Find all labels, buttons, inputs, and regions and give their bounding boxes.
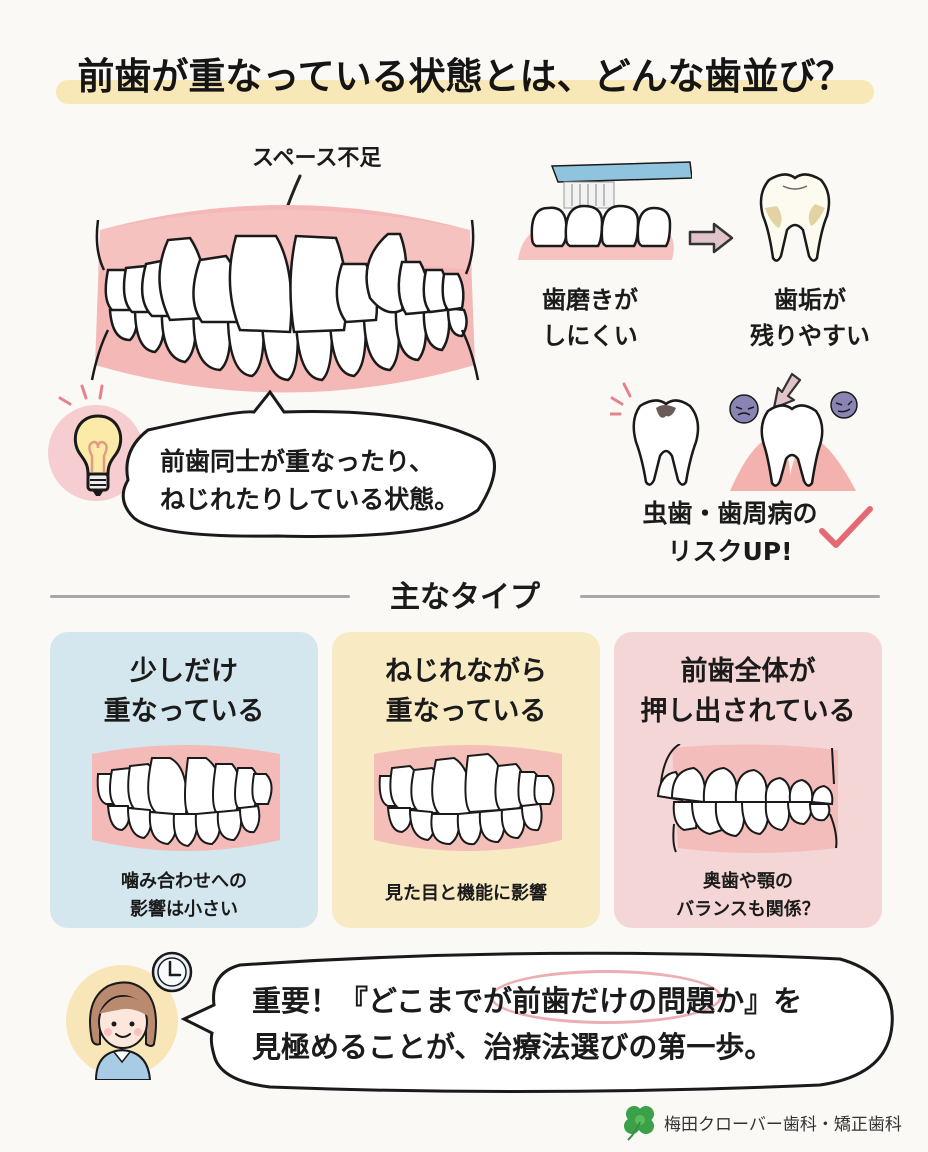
clover-icon (624, 1106, 654, 1141)
arrow-right-icon (688, 222, 734, 254)
twisted-overlap-teeth-icon (374, 745, 562, 851)
plaque-tooth-icon (759, 173, 831, 262)
divider-right (580, 595, 880, 598)
type-card-twisted-overlap: ねじれながら 重なっている 見た目と機能に影響 (332, 632, 600, 928)
types-section-header: 主なタイプ (50, 570, 880, 620)
plaque-remains-label: 歯垢が 残りやすい (750, 286, 870, 350)
conclusion-line-2: 見極めることが、治療法選びの第一歩。 (252, 1030, 774, 1064)
definition-text: 前歯同士が重なったり、 ねじれたりしている状態。 (160, 443, 500, 519)
check-icon (819, 506, 873, 548)
emphasized-phrase: 前歯だけの問題か (512, 984, 745, 1018)
card-title: 前歯全体が 押し出されている (640, 656, 856, 727)
card-description: 奥歯や顎の バランスも関係？ (676, 871, 820, 920)
arrow-down-left-icon (772, 372, 802, 410)
conclusion-text: 重要！『どこまでが前歯だけの問題か』を 見極めることが、治療法選びの第一歩。 (252, 978, 872, 1070)
type-card-protruding: 前歯全体が 押し出されている 奥歯や顎の バランスも関係？ (614, 632, 882, 928)
lightbulb-icon (74, 414, 122, 496)
divider-left (50, 595, 350, 598)
clinic-name: 梅田クローバー歯科・矯正歯科 (664, 1114, 902, 1135)
risk-up-label: 虫歯・歯周病の リスクUP! (642, 499, 818, 566)
card-description: 噛み合わせへの 影響は小さい (121, 871, 247, 920)
light-rays-icon (58, 384, 104, 406)
bacteria-icon (729, 391, 858, 424)
card-title: ねじれながら 重なっている (385, 656, 547, 727)
conclusion-line-1: 重要！『どこまでが前歯だけの問題か』を (252, 984, 803, 1018)
page-title: 前歯が重なっている状態とは、どんな歯並び？ (77, 55, 853, 98)
crowded-teeth-illustration (90, 205, 480, 393)
title-highlight (56, 80, 874, 104)
clock-icon (151, 951, 193, 993)
definition-line-1: 前歯同士が重なったり、 (160, 447, 435, 476)
clinic-logo: 梅田クローバー歯科・矯正歯科 (620, 1102, 902, 1142)
type-card-slight-overlap: 少しだけ 重なっている 噛み合わせへの 影響は小さい (50, 632, 318, 928)
card-title: 少しだけ 重なっている (103, 656, 265, 727)
emphasis-circle (490, 970, 722, 1024)
toothbrush-icon (518, 161, 692, 260)
protruding-teeth-icon (656, 744, 838, 853)
types-heading: 主なタイプ (390, 580, 540, 615)
brushing-hard-label: 歯磨きが しにくい (542, 286, 638, 350)
card-description: 見た目と機能に影響 (385, 883, 547, 904)
space-shortage-label: スペース不足 (252, 146, 382, 171)
periodontal-tooth-icon (729, 391, 858, 491)
slight-overlap-teeth-icon (92, 745, 280, 851)
definition-line-2: ねじれたりしている状態。 (160, 485, 460, 514)
avatar (89, 981, 157, 1080)
definition-speech-bubble (121, 390, 496, 538)
title-banner: 前歯が重なっている状態とは、どんな歯並び？ (50, 38, 880, 108)
cavity-tooth-icon (610, 382, 700, 486)
